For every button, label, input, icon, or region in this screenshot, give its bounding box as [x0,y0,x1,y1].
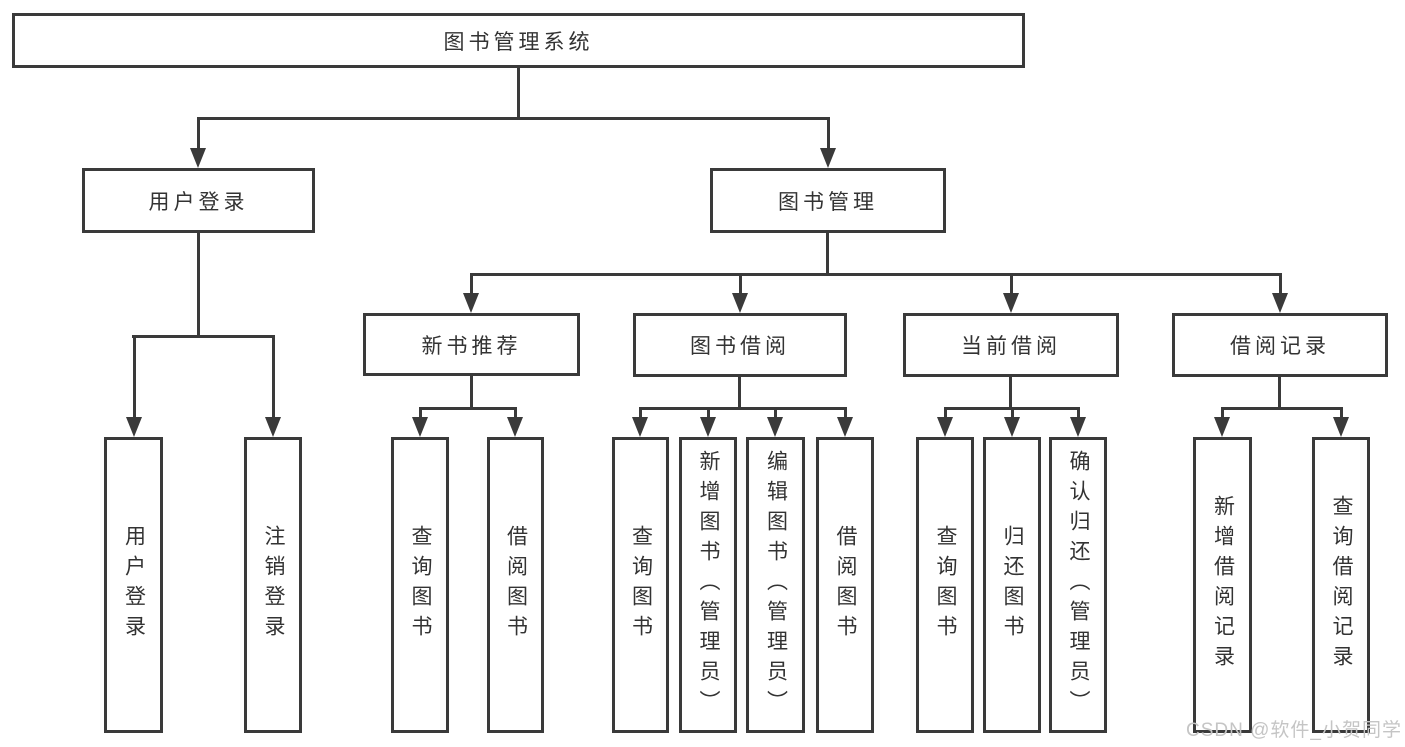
leaf-query-books-borrowing: 查询图书 [612,437,669,733]
node-current-borrowing: 当前借阅 [903,313,1119,377]
connector-line [738,377,741,409]
leaf-user-login: 用户登录 [104,437,163,733]
leaf-logout: 注销登录 [244,437,302,733]
node-label: 查询图书 [409,525,432,645]
node-label: 借阅记录 [1230,335,1330,358]
node-label: 归还图书 [1001,525,1024,645]
connector-line [1278,377,1281,409]
connector-line [470,273,1281,276]
leaf-borrow-books-borrowing: 借阅图书 [816,437,874,733]
connector-arrow-down-icon [507,407,523,437]
leaf-return-book: 归还图书 [983,437,1041,733]
node-book-borrowing: 图书借阅 [633,313,847,377]
connector-arrow-down-icon [1003,273,1019,313]
node-label: 图书借阅 [690,335,790,358]
leaf-query-books-current: 查询图书 [916,437,974,733]
node-label: 借阅图书 [504,525,528,645]
leaf-query-borrow-record: 查询借阅记录 [1312,437,1370,733]
connector-arrow-down-icon [463,273,479,313]
node-borrowing-records: 借阅记录 [1172,313,1388,377]
node-book-management: 图书管理 [710,168,946,233]
connector-arrow-down-icon [937,407,953,437]
leaf-edit-book-admin: 编辑图书（管理员） [746,437,805,733]
node-label: 当前借阅 [961,335,1061,358]
leaf-confirm-return-admin: 确认归还（管理员） [1049,437,1107,733]
connector-line [1221,407,1343,410]
connector-arrow-down-icon [1004,407,1020,437]
node-root-library-management-system: 图书管理系统 [12,13,1025,68]
connector-arrow-down-icon [700,407,716,437]
node-label: 查询图书 [629,525,653,645]
connector-arrow-down-icon [837,407,853,437]
node-label: 新增借阅记录 [1211,495,1235,675]
connector-line [517,68,520,120]
leaf-add-book-admin: 新增图书（管理员） [679,437,737,733]
node-new-book-recommend: 新书推荐 [363,313,580,376]
connector-line [197,233,200,337]
node-label: 新增图书（管理员） [697,450,720,720]
connector-line [826,233,829,275]
connector-line [1009,377,1012,409]
leaf-add-borrow-record: 新增借阅记录 [1193,437,1252,733]
connector-arrow-down-icon [1070,407,1086,437]
node-label: 查询图书 [934,525,957,645]
node-label: 用户登录 [148,190,249,214]
node-label: 编辑图书（管理员） [764,450,788,720]
node-user-login: 用户登录 [82,168,315,233]
connector-arrow-down-icon [1272,273,1288,313]
connector-arrow-down-icon [820,117,836,168]
connector-arrow-down-icon [732,273,748,313]
node-label: 新书推荐 [421,334,522,358]
node-label: 确认归还（管理员） [1067,450,1090,720]
connector-line [132,335,275,338]
leaf-query-books-recommend: 查询图书 [391,437,449,733]
connector-line [639,407,847,410]
connector-arrow-down-icon [1333,407,1349,437]
connector-arrow-down-icon [126,335,142,437]
node-label: 图书管理系统 [443,30,594,54]
node-label: 图书管理 [778,190,878,214]
connector-arrow-down-icon [632,407,648,437]
node-label: 借阅图书 [834,525,857,645]
node-label: 查询借阅记录 [1330,495,1353,675]
csdn-watermark: CSDN @软件_小贺同学 [1186,720,1402,741]
node-label: 注销登录 [262,525,285,645]
connector-arrow-down-icon [767,407,783,437]
connector-line [470,376,473,409]
connector-line [197,117,830,120]
node-label: 用户登录 [122,525,146,645]
connector-line [419,407,517,410]
connector-arrow-down-icon [412,407,428,437]
connector-arrow-down-icon [1214,407,1230,437]
connector-arrow-down-icon [265,335,281,437]
connector-arrow-down-icon [190,117,206,168]
leaf-borrow-books-recommend: 借阅图书 [487,437,544,733]
